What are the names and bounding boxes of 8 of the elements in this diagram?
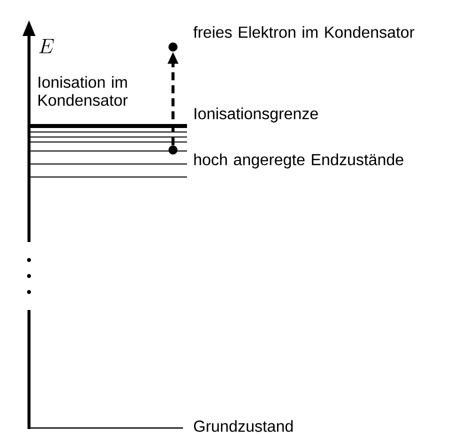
state-dot <box>168 146 178 154</box>
edge-label: Ionisation im Kondensator <box>38 76 128 106</box>
level-label: Grundzustand <box>194 420 293 432</box>
state-label: freies Elektron im Kondensator <box>193 26 414 38</box>
axis-label: $E$ <box>39 38 54 54</box>
level-label: Ionisationsgrenze <box>194 108 318 122</box>
state-dot <box>168 42 178 52</box>
state-label: hoch angeregte Endzustände <box>194 154 404 168</box>
